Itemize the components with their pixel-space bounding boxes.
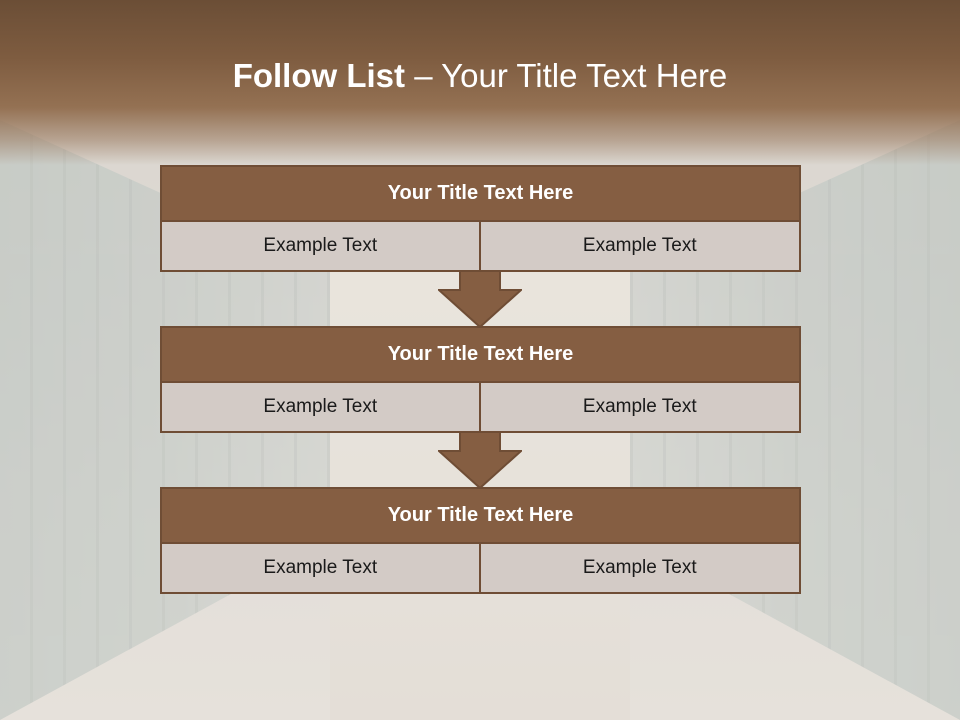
slide-title: Follow List – Your Title Text Here <box>0 54 960 98</box>
block-title: Your Title Text Here <box>160 326 801 383</box>
block-cell-left: Example Text <box>160 222 481 272</box>
block-title: Your Title Text Here <box>160 487 801 544</box>
down-arrow-icon <box>438 431 522 489</box>
block-row: Example Text Example Text <box>160 544 801 594</box>
list-block: Your Title Text Here Example Text Exampl… <box>160 326 801 433</box>
block-title: Your Title Text Here <box>160 165 801 222</box>
list-block: Your Title Text Here Example Text Exampl… <box>160 165 801 272</box>
block-cell-right: Example Text <box>480 222 801 272</box>
down-arrow-icon <box>438 270 522 328</box>
block-row: Example Text Example Text <box>160 222 801 272</box>
block-row: Example Text Example Text <box>160 383 801 433</box>
block-cell-right: Example Text <box>480 544 801 594</box>
title-band <box>0 0 960 165</box>
block-cell-left: Example Text <box>160 544 481 594</box>
slide-title-bold: Follow List <box>232 57 406 94</box>
block-cell-right: Example Text <box>480 383 801 433</box>
list-block: Your Title Text Here Example Text Exampl… <box>160 487 801 594</box>
block-cell-left: Example Text <box>160 383 481 433</box>
slide-title-rest: – Your Title Text Here <box>405 57 728 94</box>
